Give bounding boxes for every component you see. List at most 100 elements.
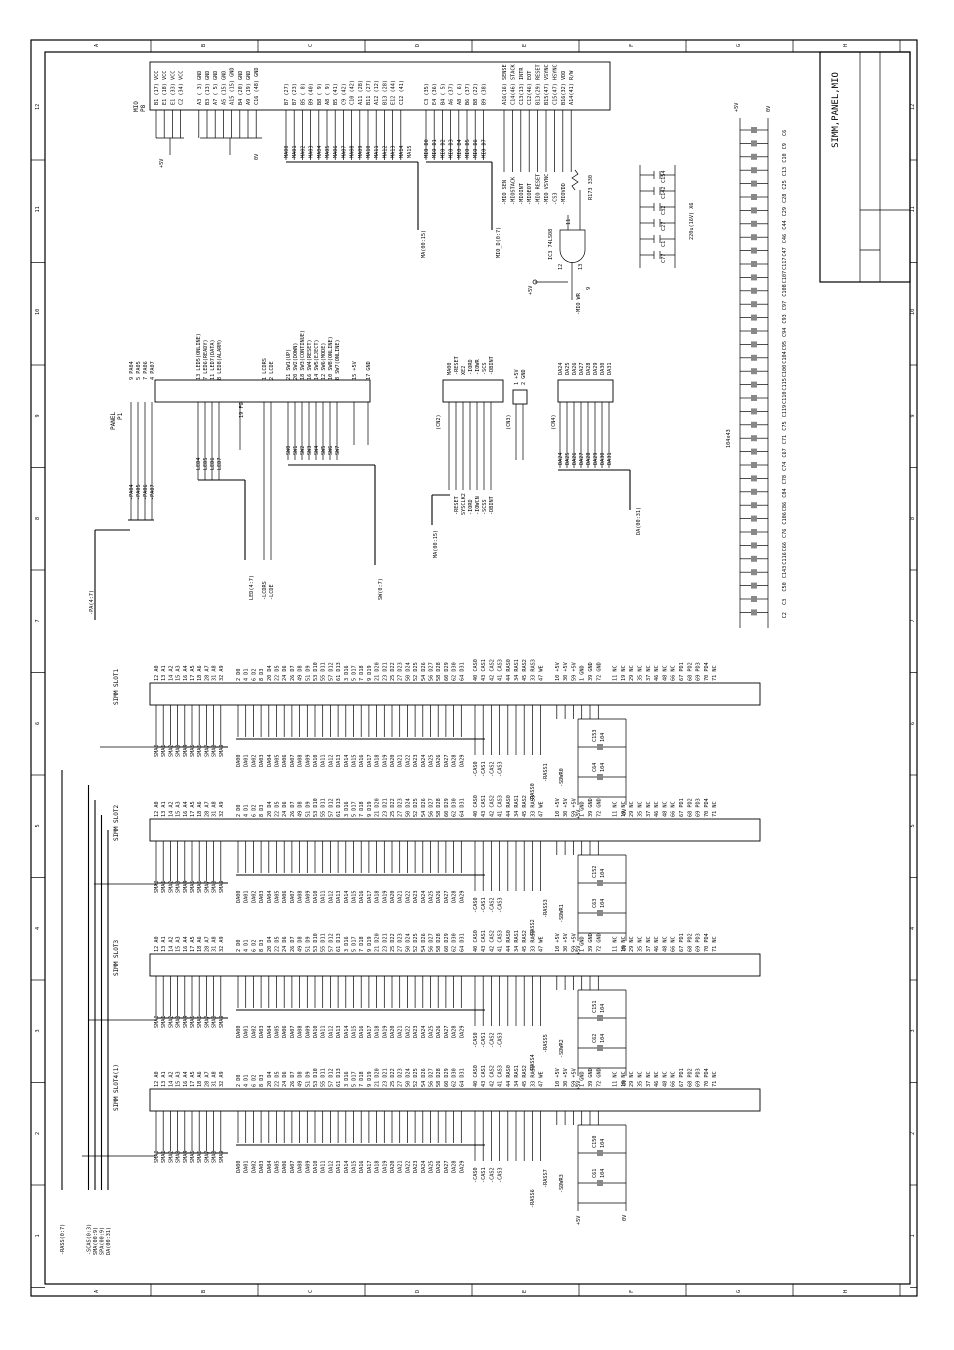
simm-addr-pin: 31 A8 — [212, 936, 218, 952]
simm-data-net: DA01 — [244, 891, 250, 904]
mio-ctl-pin: C12(46) EOT — [527, 71, 533, 105]
simm-data-net: DA26 — [436, 1026, 442, 1039]
simm-data-net: DA18 — [375, 1161, 381, 1174]
simm-data-pin: 22 D5 — [275, 936, 281, 952]
simm-data-net: DA10 — [313, 891, 319, 904]
simm-addr-pin: 15 A3 — [176, 1071, 182, 1087]
simm-data-pin: 8 D3 — [259, 805, 265, 818]
mio-ctl-pin: B16(32) VDD — [561, 71, 567, 105]
mio-ctl-net: -MIOSTACK — [510, 176, 516, 205]
simm-data-pin: 57 D12 — [328, 798, 334, 817]
cn4-pin: DA31 — [607, 363, 613, 376]
simm-data-net: DA20 — [390, 1026, 396, 1039]
grid-col-left: 7 — [35, 619, 41, 622]
cn2-pin: MA00 — [447, 363, 453, 376]
mio-d-pin: B6 (37) — [465, 83, 471, 105]
simm-addr-net: SMA7 — [204, 881, 210, 894]
simm-data-net: DA23 — [413, 1161, 419, 1174]
simm-ctl-pin: 43 CAS1 — [481, 795, 487, 817]
simm-data-pin: 54 D26 — [421, 933, 427, 952]
simm-data-pin: 50 D24 — [405, 798, 411, 817]
simm-data-pin: 24 D6 — [282, 1071, 288, 1087]
panel-sw-bus-label: SW(0:7) — [378, 578, 384, 600]
chain-cap: C93 — [782, 314, 788, 323]
gate-output: -MIO WR — [576, 292, 582, 315]
simm-addr-pin: 16 A4 — [183, 801, 189, 817]
grid-row-top: F — [629, 44, 635, 47]
mio-data-net: MA07 — [341, 146, 347, 159]
simm-data-net: DA05 — [275, 755, 281, 768]
simm-swr: -SDWR3 — [559, 1174, 565, 1193]
simm-data-pin: 52 D25 — [413, 798, 419, 817]
simm-data-pin: 53 D10 — [313, 1068, 319, 1087]
panel-sw-net: SW1 — [293, 446, 299, 455]
simm-data-pin: 25 D22 — [390, 798, 396, 817]
simm-data-pin: 54 D26 — [421, 798, 427, 817]
mio-d-pin: B4 ( 5) — [440, 83, 446, 105]
simm-data-pin: 4 D1 — [244, 805, 250, 818]
simm-data-net: DA21 — [398, 1161, 404, 1174]
simm-data-pin: 4 D1 — [244, 1075, 250, 1088]
mio-d-pin: B9 (38) — [481, 83, 487, 105]
panel-pa-net: -PA04 — [129, 484, 135, 500]
simm-addr-net: SMA7 — [204, 1151, 210, 1164]
chain-cap: C6 — [782, 130, 788, 136]
mio-ctl-net: -MIO VSYNC — [544, 174, 550, 205]
simm-nc-pin: 67 PD1 — [679, 1068, 685, 1087]
simm-swr: -SDWR1 — [559, 904, 565, 923]
mio-data-net: MA14 — [399, 146, 405, 159]
simm-data-net: DA09 — [305, 1026, 311, 1039]
simm-pwr-pin: 10 +5V — [555, 933, 561, 952]
simm-nc-pin: 70 PD4 — [704, 662, 710, 681]
simm-addr-net: SMA2 — [168, 1151, 174, 1164]
cn4-pin: DA30 — [600, 363, 606, 376]
simm-data-net: DA15 — [352, 891, 358, 904]
simm-data-net: DA26 — [436, 891, 442, 904]
simm-data-net: DA07 — [290, 755, 296, 768]
gate-pin-y: 11 — [566, 219, 572, 225]
simm-ctl-net: -CAS2 — [489, 1032, 495, 1048]
simm-data-net: DA02 — [251, 1161, 257, 1174]
grid-row-top: D — [415, 44, 421, 47]
simm-nc-pin: 35 NC — [638, 1071, 644, 1087]
simm-cap-value: 104 — [600, 869, 606, 878]
panel-pa-pin: 7 PA06 — [143, 361, 149, 380]
gate-pin-b: 13 — [578, 264, 584, 270]
mio-data-net: MA09 — [358, 146, 364, 159]
simm-nc-pin: 11 NC — [613, 801, 619, 817]
grid-row-bottom: E — [522, 1290, 528, 1293]
simm-ctl-pin: 41 CAS3 — [498, 930, 504, 952]
simm-ctl-pin: 45 RAS2 — [522, 930, 528, 952]
mio-power-pin: A5 (15) GND — [221, 71, 227, 105]
simm-addr-pin: 18 A6 — [197, 801, 203, 817]
simm-data-pin: 20 D4 — [267, 1071, 273, 1087]
simm-ctl-pin: 40 CAS0 — [473, 659, 479, 681]
simm-nc-pin: 19 NC — [621, 1071, 627, 1087]
simm-data-net: DA28 — [452, 891, 458, 904]
cn2-pin: -IORD — [468, 359, 474, 375]
mio-d-pins: C3 (35)E4 (36)B4 ( 5)A6 (37)A8 ( 6)B6 (3… — [424, 83, 493, 230]
simm-ras2: -RASS7 — [543, 1169, 549, 1188]
simm-addr-net: SMA1 — [161, 1016, 167, 1029]
chain-cap: C119 — [782, 405, 788, 418]
simm-data-pin: 4 D1 — [244, 669, 250, 682]
simm-ctl-pin: 34 RAS1 — [514, 659, 520, 681]
simm-data-net: DA11 — [321, 891, 327, 904]
resistor-symbol — [571, 169, 579, 191]
panel-sw-net: SW7 — [335, 446, 341, 455]
chain-cap: C67 — [782, 448, 788, 457]
simm-data-net: DA00 — [236, 1026, 242, 1039]
simm-nc-pin: 46 NC — [654, 801, 660, 817]
sheet-title: SIMM,PANEL,MIO — [831, 72, 841, 148]
simm-nc-pin: 11 NC — [613, 936, 619, 952]
grid-row-bottom: H — [843, 1290, 849, 1293]
panel-pa-bus-label: -PA(4:7) — [89, 590, 95, 615]
simm-addr-net: SMA2 — [168, 745, 174, 758]
simm-data-pin: 5 D17 — [352, 665, 358, 681]
mio-data-pin: E12 (44) — [391, 80, 397, 105]
